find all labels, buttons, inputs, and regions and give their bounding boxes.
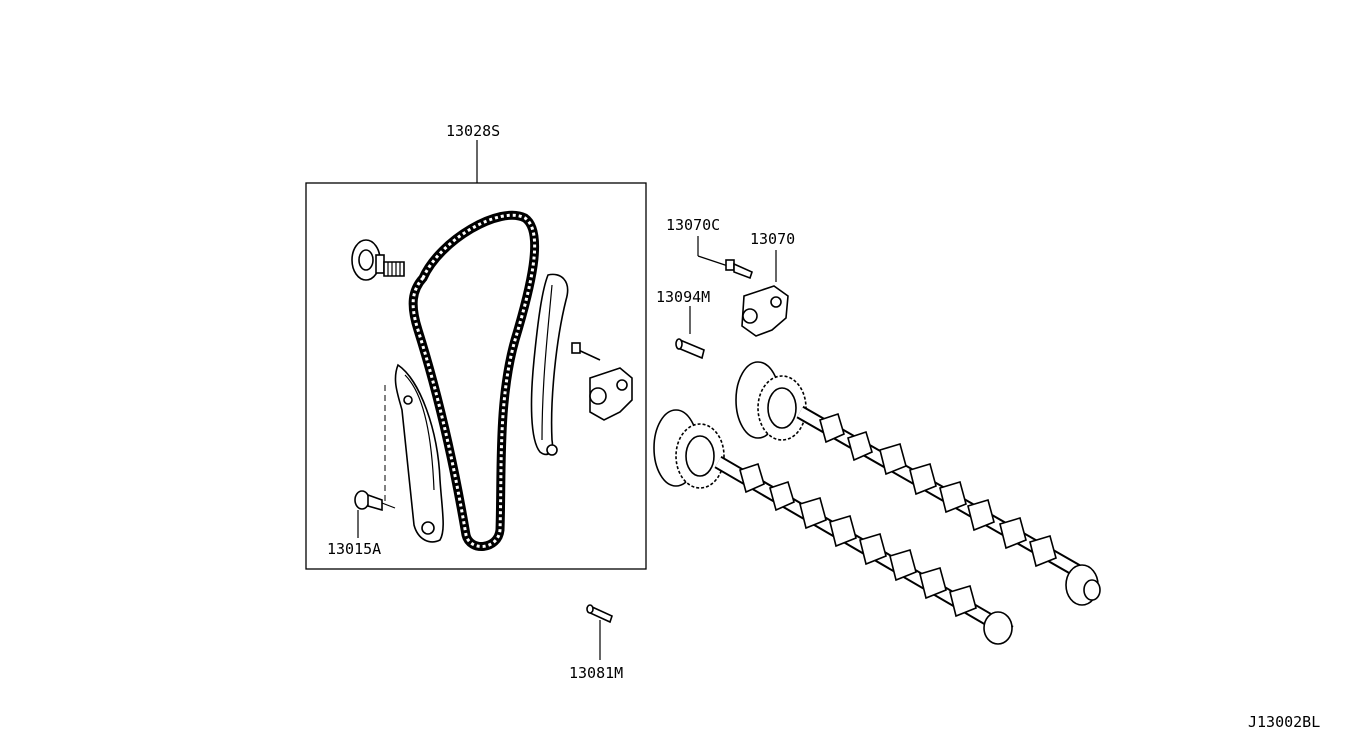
diagram-code: J13002BL bbox=[1248, 713, 1320, 731]
label-13081m: 13081M bbox=[569, 664, 623, 682]
camshaft-lower bbox=[653, 409, 1014, 645]
pin-13081m bbox=[586, 604, 613, 624]
timing-chain bbox=[408, 210, 540, 551]
label-13070c: 13070C bbox=[666, 216, 720, 234]
dowel-pin-13094m bbox=[675, 338, 705, 360]
bolt-13015a bbox=[354, 490, 396, 512]
kit-frame bbox=[305, 182, 647, 570]
chain-tensioner-in-kit bbox=[571, 342, 633, 421]
tensioner-13070 bbox=[741, 285, 789, 337]
label-chain-kit: 13028S bbox=[446, 122, 500, 140]
flange-bolt bbox=[351, 239, 405, 281]
bolt-13070c bbox=[725, 259, 753, 280]
leader-13070c-b bbox=[697, 255, 729, 267]
label-13015a: 13015A bbox=[327, 540, 381, 558]
camshaft-upper bbox=[735, 361, 1101, 606]
chain-guide-right bbox=[530, 273, 569, 456]
label-13070: 13070 bbox=[750, 230, 795, 248]
tensioner-arm-guide bbox=[384, 363, 444, 543]
label-13094m: 13094M bbox=[656, 288, 710, 306]
